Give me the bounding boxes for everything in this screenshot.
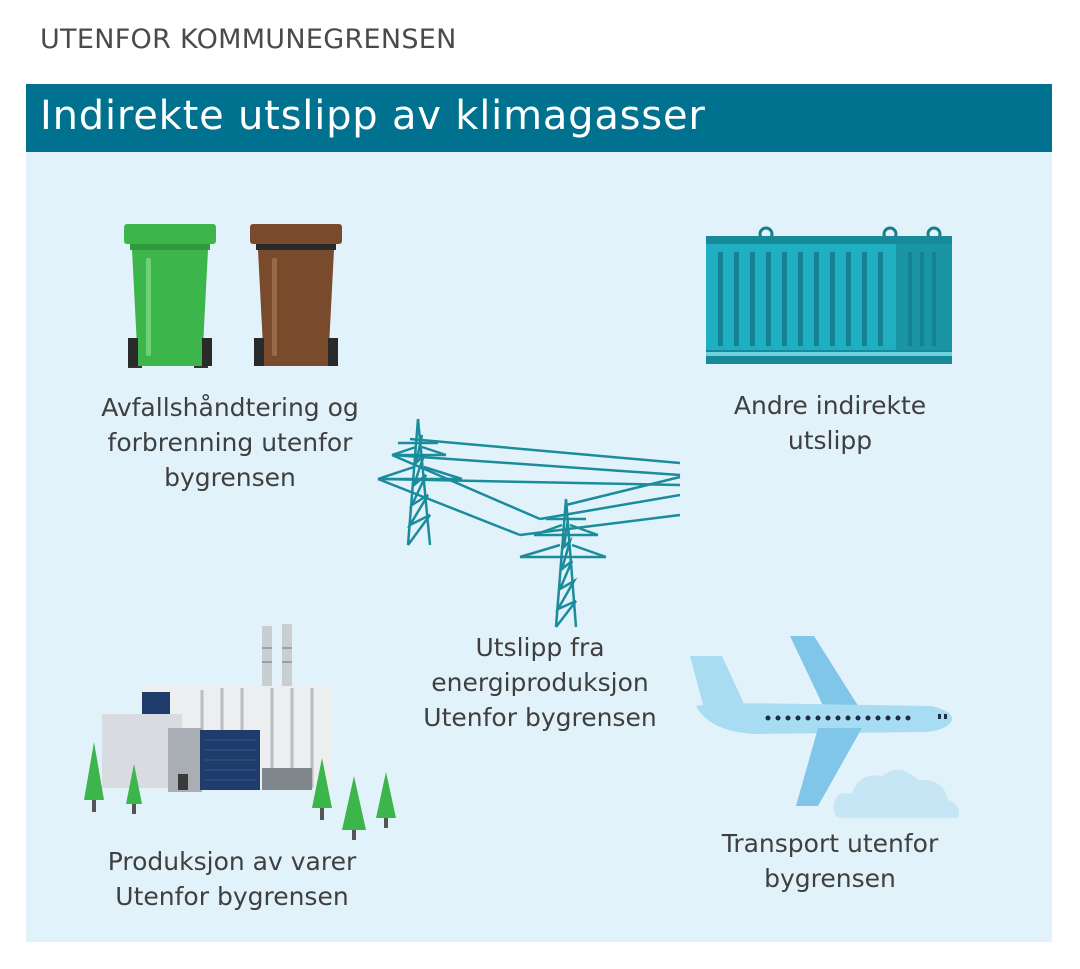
factory-icon <box>84 624 396 840</box>
other-emissions-label: Andre indirekte utslipp <box>733 391 927 455</box>
title-bar: Indirekte utslipp av klimagasser <box>26 84 1052 152</box>
waste-label: Avfallshåndtering og forbrenning utenfor… <box>101 393 359 492</box>
energy-label: Utslipp fra energiproduksjon Utenfor byg… <box>423 633 657 732</box>
production-label: Produksjon av varer Utenfor bygrensen <box>107 847 357 911</box>
section-kicker: UTENFOR KOMMUNEGRENSEN <box>40 24 457 55</box>
airplane-icon <box>690 636 959 818</box>
shipping-container-icon <box>706 226 952 364</box>
waste-bins-icon <box>124 224 342 368</box>
page-title: Indirekte utslipp av klimagasser <box>40 93 706 139</box>
power-pylon-icon <box>377 418 681 628</box>
transport-label: Transport utenfor bygrensen <box>721 829 939 893</box>
